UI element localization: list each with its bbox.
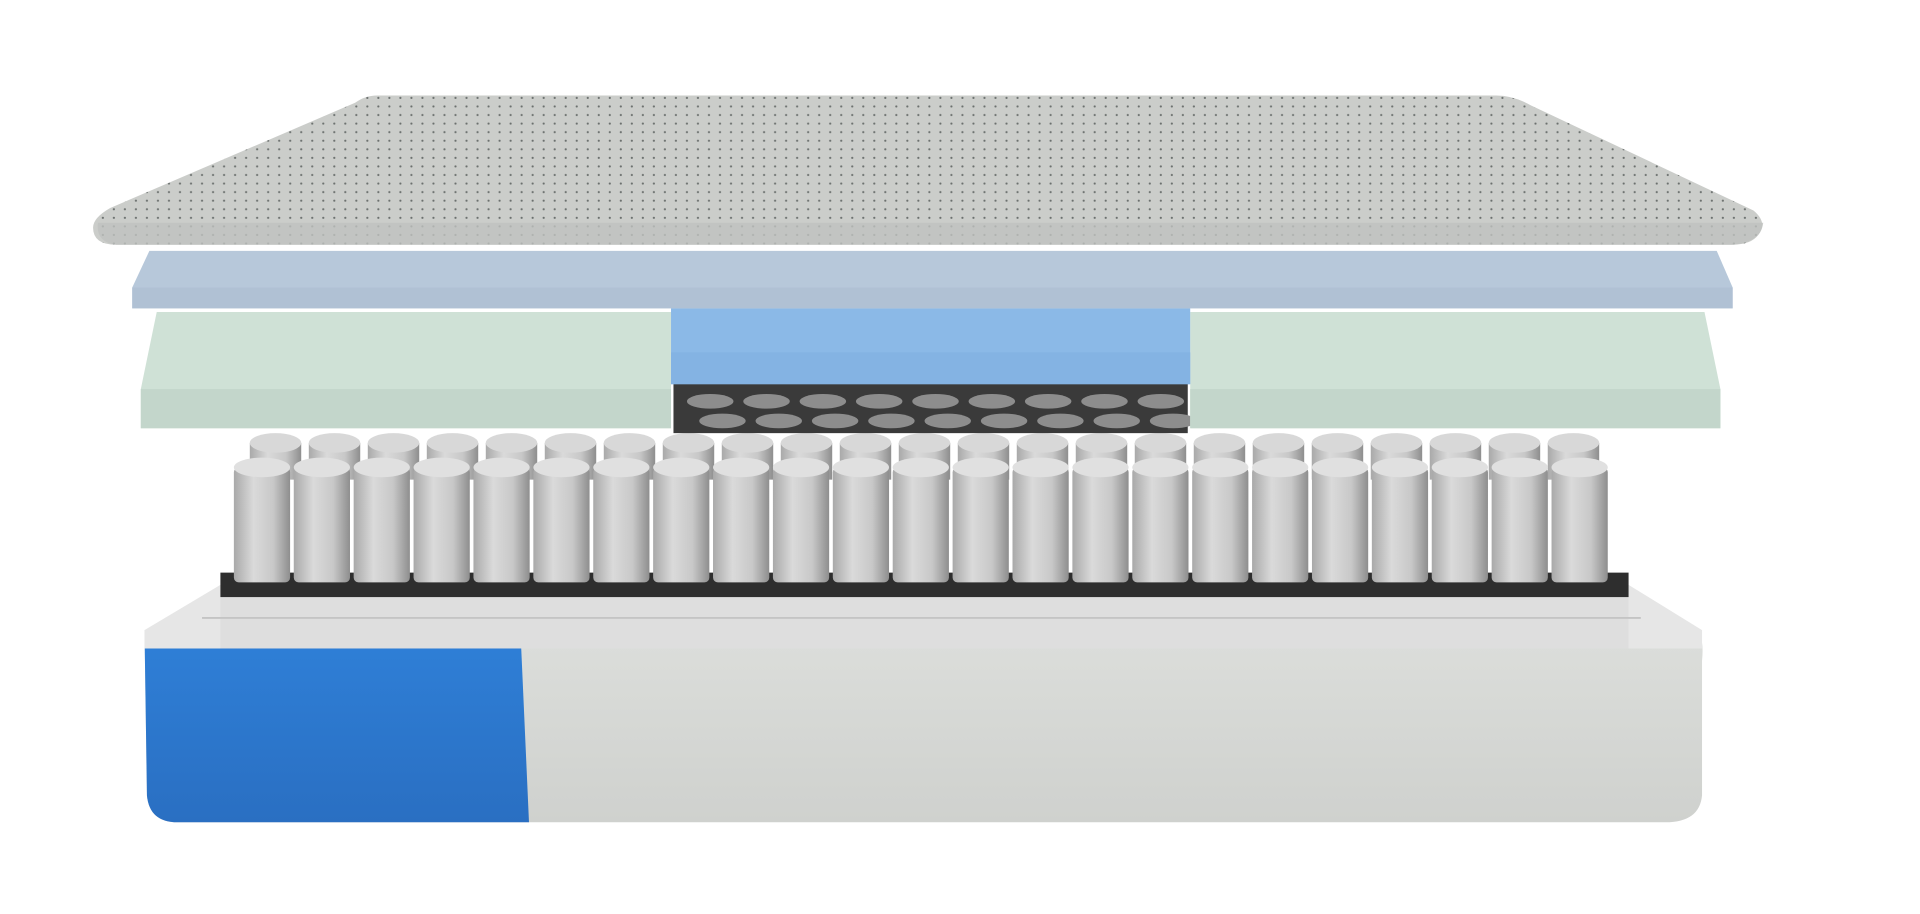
coil [924,413,972,429]
mattress-base [144,572,1703,823]
coil [1149,413,1197,429]
transition-layer [140,308,1721,434]
coil [892,457,949,583]
coil [593,457,650,583]
coil [968,393,1016,409]
comfort-layer [132,250,1733,309]
coil [832,457,890,583]
coil [713,457,770,583]
frame-corner-right [1628,584,1703,649]
center-zone-foam-front [671,352,1191,385]
coil [743,393,790,409]
coil [1072,457,1129,583]
frame-corner-left [144,584,221,649]
coil [686,393,734,409]
coil [1252,457,1309,583]
coil [952,457,1009,583]
transition-foam-left-front [140,389,672,429]
center-coil-grid [686,393,1197,429]
base-blue-accent [144,630,529,823]
coil [772,457,830,583]
coil [1371,457,1429,583]
frame-rim-front [202,597,1641,649]
front-coil-row [233,457,1608,583]
coil [1081,393,1128,409]
coil [1037,413,1084,429]
comfort-foam-front [132,287,1733,309]
coil [755,413,803,429]
base-fabric [144,630,1703,823]
transition-foam-right-front [1190,389,1721,429]
coil [855,393,903,409]
coil [413,457,470,583]
coil [353,457,410,583]
cover-top [93,95,1763,245]
coil [1024,393,1072,409]
coil [1093,413,1140,429]
coil [233,457,291,583]
coil [293,457,350,583]
coil [653,457,710,583]
coil [1311,457,1369,583]
mattress-cover [93,95,1764,245]
coil [1551,457,1608,583]
coil [912,393,959,409]
coil [799,393,847,409]
coil [1192,457,1249,583]
coil [980,413,1028,429]
coil [1491,457,1548,583]
coil [1431,457,1488,583]
cover-edge [97,222,1764,245]
coil [868,413,915,429]
coil [1132,457,1189,583]
coil [1012,457,1069,583]
coil [1137,393,1185,409]
coil [811,413,859,429]
coil [473,457,530,583]
coil [699,413,746,429]
coil [533,457,590,583]
